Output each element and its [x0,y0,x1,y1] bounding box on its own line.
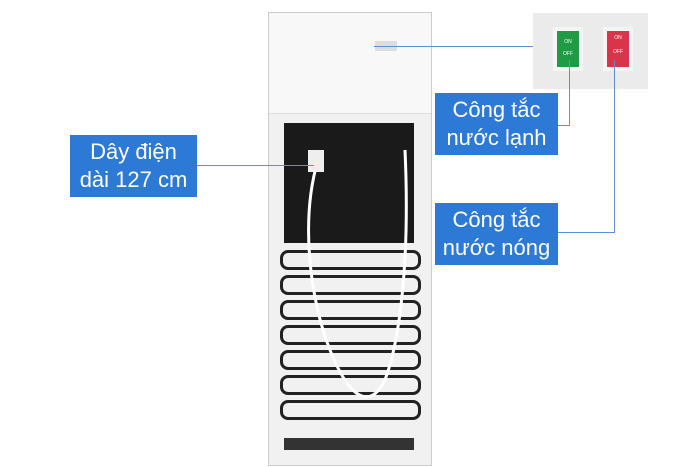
hot-switch-label: Công tắc nước nóng [435,203,558,265]
compressor-area [284,123,414,243]
cold-switch-label: Công tắc nước lạnh [435,93,558,155]
on-label: ON [614,35,622,41]
off-label: OFF [613,49,623,55]
on-label: ON [564,39,572,45]
hot-water-switch: ON OFF [603,27,633,71]
cold-water-switch: ON OFF [553,27,583,71]
connector-cord [196,165,314,166]
switch-inset: ON OFF ON OFF [533,13,648,89]
label-line: dài 127 cm [79,167,188,192]
label-line: nước lạnh [446,125,547,150]
bottom-grille [284,438,414,450]
off-label: OFF [563,51,573,57]
top-panel [269,13,431,114]
connector-inset [374,46,533,47]
connector-hot-h [556,232,615,233]
label-line: Công tắc [452,97,541,122]
label-line: nước nóng [442,235,551,260]
label-line: Công tắc [452,207,541,232]
connector-cold-h [556,125,570,126]
connector-hot-v [614,60,615,232]
connector-cold-v [569,60,570,126]
label-line: Dây điện [90,139,177,164]
power-cord-label: Dây điện dài 127 cm [70,135,197,197]
